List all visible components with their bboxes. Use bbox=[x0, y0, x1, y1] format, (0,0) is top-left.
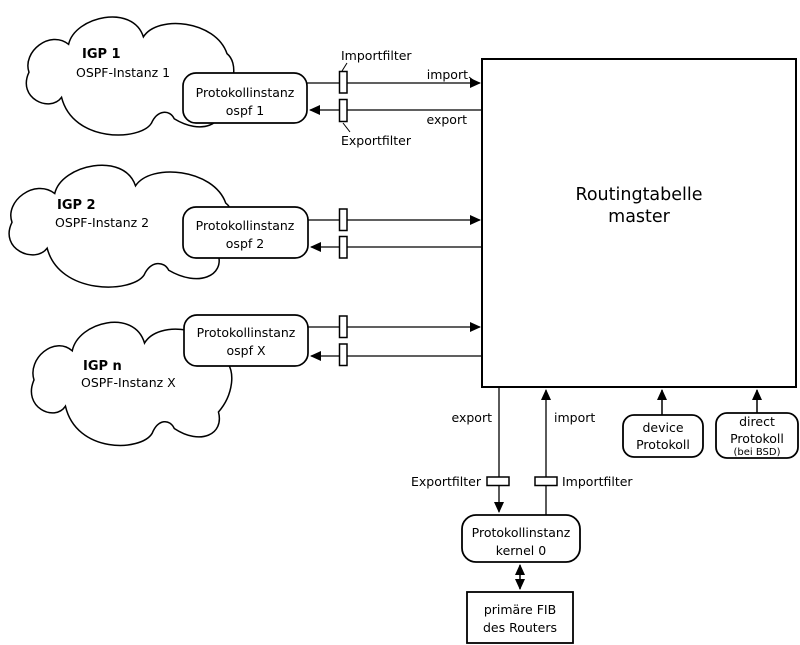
importfilter-bottom-label: Importfilter bbox=[562, 474, 633, 489]
fib-box bbox=[466, 591, 574, 644]
kernel-edges bbox=[494, 387, 762, 590]
cloud-igp2-title: IGP 2 bbox=[57, 198, 96, 213]
exportfilter-callout bbox=[342, 122, 351, 133]
import-label-callout bbox=[468, 76, 478, 84]
direct-protocol-title: direct bbox=[739, 414, 775, 429]
device-protocol-box bbox=[622, 414, 704, 458]
protocol-ospf1-subtitle: ospf 1 bbox=[226, 103, 264, 118]
cloud-igpn-title: IGP n bbox=[83, 359, 122, 374]
importfilter-box-kernel bbox=[534, 476, 558, 487]
routing-table-box bbox=[481, 58, 797, 388]
import-bottom-label: import bbox=[554, 410, 595, 425]
routing-table-subtitle: master bbox=[608, 207, 671, 227]
cloud-igpn-subtitle: OSPF-Instanz X bbox=[81, 375, 176, 390]
protocol-ospf3-title: Protokollinstanz bbox=[197, 325, 296, 340]
cloud-igp2-subtitle: OSPF-Instanz 2 bbox=[55, 215, 149, 230]
protocol-ospf2-title: Protokollinstanz bbox=[196, 218, 295, 233]
exportfilter-box-ospf3 bbox=[338, 343, 348, 367]
cloud-igp1-subtitle: OSPF-Instanz 1 bbox=[76, 65, 170, 80]
exportfilter-box-kernel bbox=[486, 476, 510, 487]
fib-title: primäre FIB bbox=[484, 602, 556, 617]
export-bottom-label: export bbox=[452, 410, 493, 425]
routing-table-title: Routingtabelle bbox=[575, 185, 702, 205]
direct-protocol-note: (bei BSD) bbox=[734, 447, 781, 458]
protocol-box-ospf3 bbox=[183, 314, 309, 367]
kernel-instance-title: Protokollinstanz bbox=[472, 525, 571, 540]
protocol-ospf2-subtitle: ospf 2 bbox=[226, 236, 264, 251]
row-filter-boxes bbox=[338, 70, 348, 367]
cloud-shapes bbox=[9, 17, 234, 445]
importfilter-box-ospf3 bbox=[338, 315, 348, 339]
kernel-instance-subtitle: kernel 0 bbox=[496, 543, 546, 558]
device-protocol-subtitle: Protokoll bbox=[636, 437, 690, 452]
protocol-box-ospf1 bbox=[182, 72, 308, 124]
importfilter-top-label: Importfilter bbox=[341, 48, 412, 63]
direct-protocol-box bbox=[715, 412, 799, 459]
importfilter-box-ospf2 bbox=[338, 208, 348, 232]
exportfilter-box-ospf2 bbox=[338, 235, 348, 259]
fib-subtitle: des Routers bbox=[483, 620, 557, 635]
cloud-igpn bbox=[31, 322, 231, 445]
exportfilter-bottom-label: Exportfilter bbox=[411, 474, 482, 489]
exportfilter-box-ospf1 bbox=[338, 98, 348, 123]
direct-protocol-subtitle: Protokoll bbox=[730, 431, 784, 446]
label-callouts bbox=[341, 62, 478, 133]
device-protocol-title: device bbox=[642, 420, 683, 435]
protocol-ospf3-subtitle: ospf X bbox=[226, 343, 265, 358]
exportfilter-top-label: Exportfilter bbox=[341, 133, 412, 148]
importfilter-box-ospf1 bbox=[338, 70, 348, 94]
importfilter-callout bbox=[341, 62, 348, 72]
protocol-ospf1-title: Protokollinstanz bbox=[196, 85, 295, 100]
import-top-label: import bbox=[427, 67, 468, 82]
protocol-box-ospf2 bbox=[182, 206, 309, 259]
export-top-label: export bbox=[427, 112, 468, 127]
cloud-igp1-title: IGP 1 bbox=[82, 47, 121, 62]
kernel-protocol-box bbox=[461, 514, 581, 563]
